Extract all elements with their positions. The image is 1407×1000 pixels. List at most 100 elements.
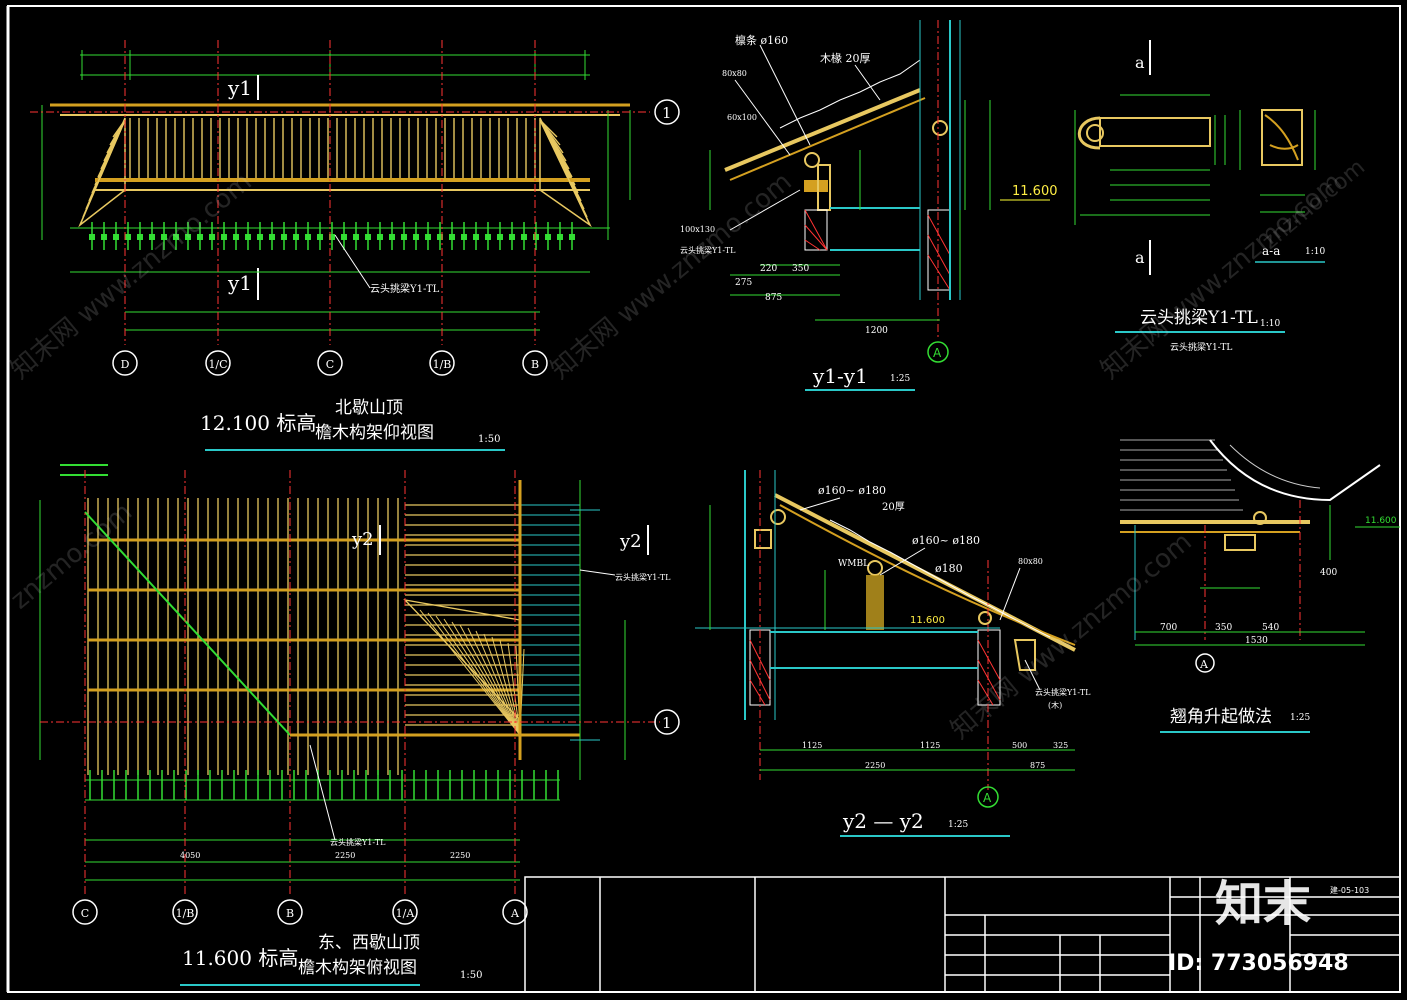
y2-axis: A (983, 791, 992, 805)
corner-rafter (491, 636, 521, 736)
rafter-end-block (125, 234, 131, 240)
rafter-end-block (497, 234, 503, 240)
axis-label-top: 1/C (208, 358, 227, 371)
axis-label-bottom: A (510, 907, 520, 920)
y2-note-180: ø180 (935, 562, 963, 575)
rafter-end-block (317, 234, 323, 240)
section-mark-y1-bottom: y1 (227, 271, 252, 295)
corner-rafter (475, 630, 521, 736)
y1-note-purlin: 檩条 ø160 (735, 33, 788, 47)
rafter-end-block (509, 234, 515, 240)
note-yuntou-bottom-right: 云头挑梁Y1-TL (615, 572, 671, 582)
rafter-end-block (329, 234, 335, 240)
detail-yuntou-scale: 1:10 (1260, 319, 1280, 329)
y1-note-rafter: 木椽 20厚 (820, 52, 871, 65)
rafter-end-block (257, 234, 263, 240)
axis-label-bottom: C (81, 907, 89, 920)
watermark-5: 知末网 www.znzmo.com (945, 527, 1197, 746)
detail-aa-scale: 1:10 (1305, 247, 1325, 257)
corner-rafter (467, 627, 521, 736)
y2-scale: 1:25 (948, 820, 968, 830)
detail-section-a-top: a (1135, 53, 1145, 72)
corner-rafter (459, 624, 521, 736)
rafter-end-block (461, 234, 467, 240)
y1-dim-220: 220 (760, 264, 777, 274)
y2-note-wood: (木) (1048, 700, 1062, 710)
watermark-2: 知末网 www.znzmo.com (545, 167, 797, 386)
y2-dim-875: 875 (1030, 761, 1045, 770)
axis-bubble (317, 350, 343, 376)
section-mark-y2-left: y2 (351, 529, 374, 550)
rafter-end-block (485, 234, 491, 240)
plan-top-title-2: 檐木构架仰视图 (315, 423, 434, 443)
y2-dim-1125a: 1125 (802, 741, 822, 750)
y2-dim-2250: 2250 (865, 761, 885, 770)
rafter-end-block (137, 234, 143, 240)
rafter-end-block (281, 234, 287, 240)
y2-dim-500: 500 (1012, 741, 1027, 750)
y1-level: 11.600 (1012, 184, 1058, 199)
corner-dim-540: 540 (1262, 623, 1279, 633)
rafter-end-block (89, 234, 95, 240)
y1-dim-1200: 1200 (865, 326, 888, 336)
detail-yuntou-title: 云头挑梁Y1-TL (1140, 308, 1258, 328)
plan-bottom-title-2: 檐木构架俯视图 (298, 958, 417, 978)
corner-dim-1530: 1530 (1245, 636, 1268, 646)
axis-1-bottom: 1 (662, 714, 672, 732)
y1-note-80x80: 80x80 (722, 69, 747, 78)
detail-yuntou-subtitle: 云头挑梁Y1-TL (1170, 341, 1232, 353)
corner-title: 翘角升起做法 (1170, 707, 1272, 727)
rafter-end-block (185, 234, 191, 240)
y2-dim-325: 325 (1053, 741, 1068, 750)
y2-note-20: 20厚 (882, 501, 905, 513)
y1-dim-275: 275 (735, 278, 752, 288)
rafter-end-block (113, 234, 119, 240)
rafter-end-block (161, 234, 167, 240)
axis-label-top: C (326, 358, 334, 371)
plan-bottom-scale: 1:50 (460, 970, 482, 981)
plan-top-title-1: 北歇山顶 (335, 398, 403, 418)
corner-axis: A (1199, 658, 1209, 671)
plan-bottom: y2 y2 云头挑梁Y1-TL 云头挑梁Y1-TL 4050 2250 2250… (39, 464, 680, 986)
plan-bottom-title-1: 东、西歇山顶 (318, 933, 420, 953)
rafter-end-block (305, 234, 311, 240)
y2-note-80x80: 80x80 (1018, 557, 1043, 566)
section-mark-y2-right: y2 (619, 531, 642, 552)
corner-dim-400: 400 (1320, 568, 1337, 578)
rafter-end-block (173, 234, 179, 240)
axis-bubble (392, 899, 418, 925)
rafter-end-block (473, 234, 479, 240)
plan-top-level: 12.100 标高 (200, 411, 316, 435)
rafter-end-block (389, 234, 395, 240)
corner-level: 11.600 (1365, 516, 1397, 526)
y2-level: 11.600 (910, 615, 945, 626)
dim-4050: 4050 (180, 851, 200, 860)
plan-bottom-level: 11.600 标高 (182, 946, 298, 970)
rafter-end-block (365, 234, 371, 240)
rafter-end-block (341, 234, 347, 240)
corner-rafter (451, 621, 521, 736)
corner-rafter (507, 642, 521, 736)
corner-rafter (435, 615, 521, 736)
axis-bubble (522, 350, 548, 376)
axis-label-bottom: 1/A (396, 907, 416, 920)
y2-note-purlin: ø160~ ø180 (818, 484, 886, 497)
corner-rafter (443, 618, 521, 736)
section-y1: 220 350 275 875 1200 11.600 檩条 ø160 木椽 2… (680, 20, 1058, 391)
y2-note-yuntou: 云头挑梁Y1-TL (1035, 687, 1091, 697)
rafter-end-block (197, 234, 203, 240)
drawing-number: 建-05-103 (1330, 885, 1369, 895)
rafter-end-block (521, 234, 527, 240)
y1-axis: A (933, 346, 942, 360)
y2-note-purlin2: ø160~ ø180 (912, 534, 980, 547)
note-yuntou-top: 云头挑梁Y1-TL (370, 282, 440, 295)
logo-text: 知末 (1215, 876, 1311, 932)
axis-bubble (72, 899, 98, 925)
rafter-end-block (149, 234, 155, 240)
rafter-end-block (233, 234, 239, 240)
axis-label-top: 1/B (433, 358, 452, 371)
rafter-end-block (353, 234, 359, 240)
axis-bubble (277, 899, 303, 925)
rafter-end-block (293, 234, 299, 240)
